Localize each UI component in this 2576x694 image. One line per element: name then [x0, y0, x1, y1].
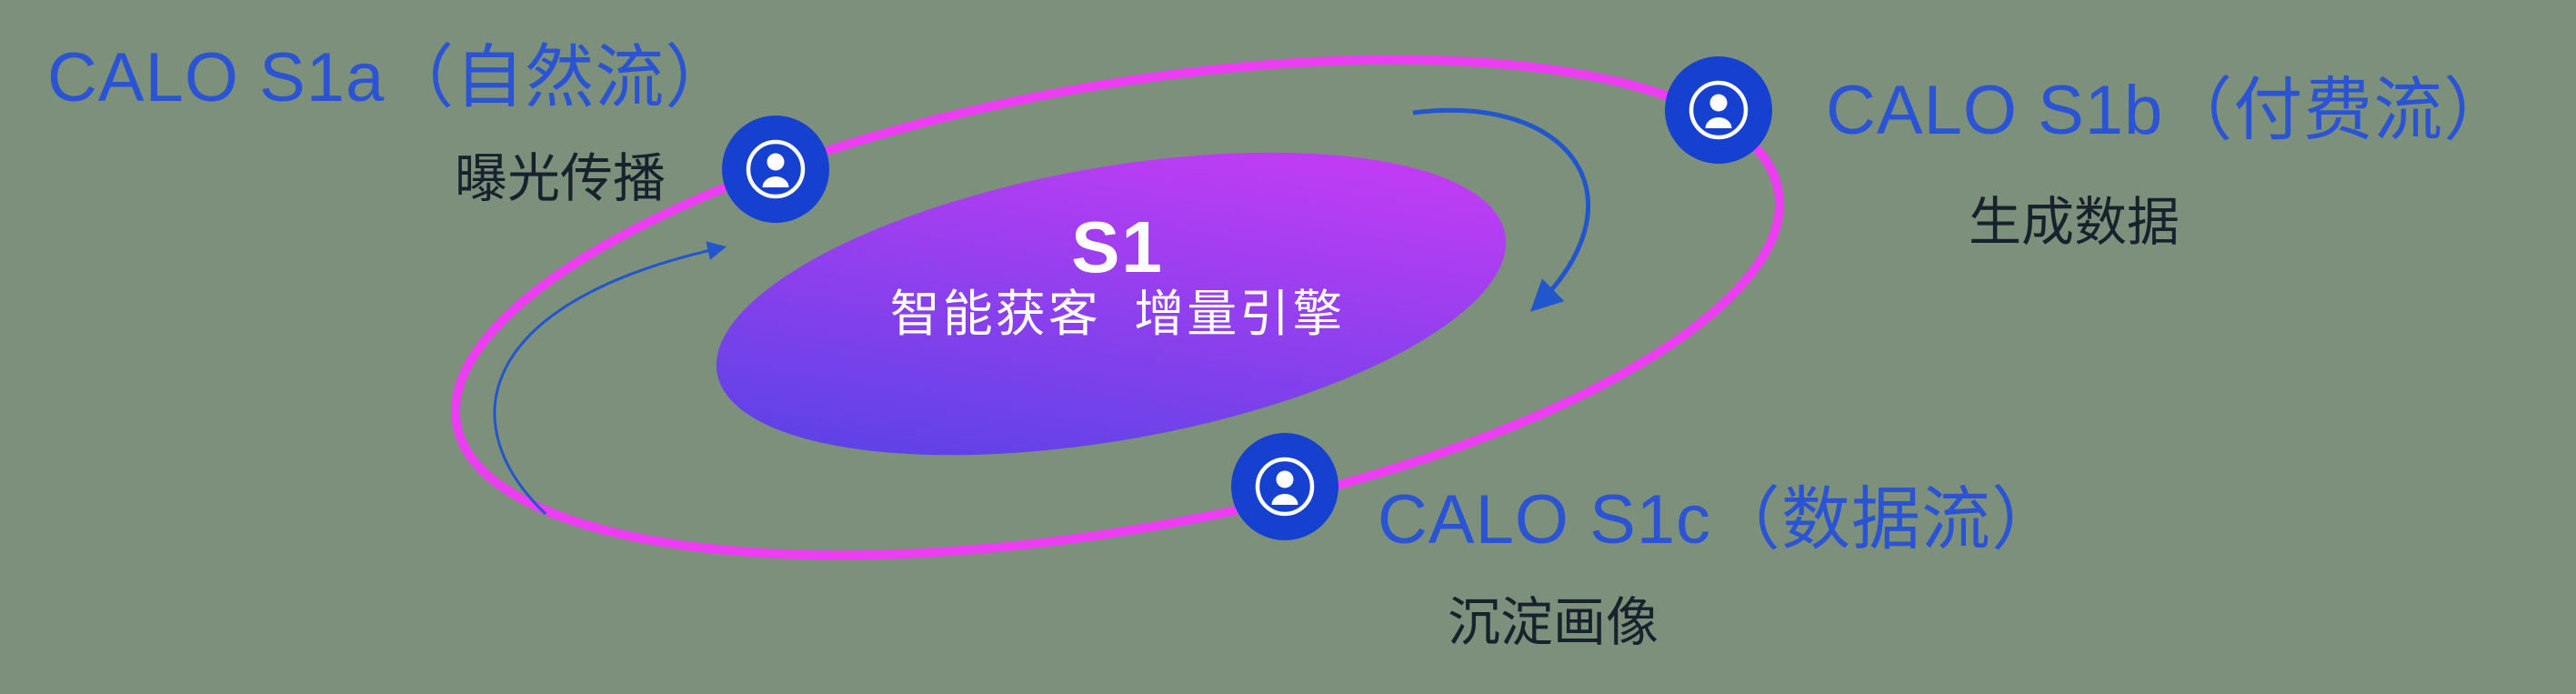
flow-arrow-left-icon [493, 241, 727, 516]
label-s1b-title: CALO S1b（付费流） [1826, 72, 2514, 149]
node-s1c [1231, 433, 1338, 540]
label-s1a-subtitle: 曝光传播 [454, 149, 667, 208]
label-s1c-title: CALO S1c（数据流） [1378, 481, 2062, 558]
person-in-circle-icon [1255, 457, 1315, 517]
label-s1a-title: CALO S1a（自然流） [47, 39, 736, 116]
orbit-ellipse [450, 55, 1785, 560]
flow-arrow-right-icon [1412, 107, 1590, 312]
label-s1c-subtitle: 沉淀画像 [1447, 593, 1659, 652]
center-ellipse [716, 152, 1507, 456]
center-title: S1 [1071, 206, 1164, 287]
person-in-circle-icon [746, 139, 806, 199]
node-s1a [722, 116, 829, 223]
center-subtitle: 智能获客 增量引擎 [889, 286, 1346, 342]
label-s1b-subtitle: 生成数据 [1968, 193, 2180, 252]
node-s1b [1665, 56, 1772, 164]
person-in-circle-icon [1689, 80, 1749, 140]
